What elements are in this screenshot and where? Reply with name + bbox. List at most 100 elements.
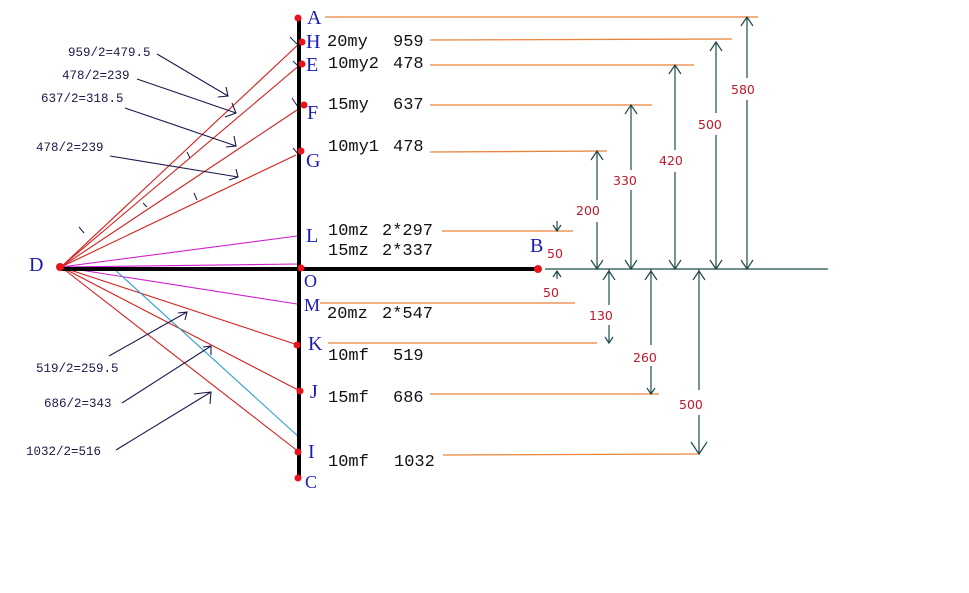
- row-code: 10mz: [328, 222, 369, 241]
- point-c-dot: [294, 474, 302, 482]
- point-label-o: O: [304, 271, 317, 291]
- row-code: 15my: [328, 96, 369, 115]
- ray-d-m: [60, 266, 298, 305]
- note-text: 686/2=343: [44, 397, 112, 411]
- dimension-label: 500: [698, 117, 722, 132]
- point-b-dot: [534, 265, 542, 273]
- leader-lines: [320, 16, 758, 456]
- arrowhead-up: [590, 149, 604, 161]
- point-label-j: J: [310, 381, 318, 403]
- arrowhead-down: [709, 259, 723, 271]
- point-label-f: F: [307, 102, 318, 124]
- point-label-b: B: [530, 235, 543, 257]
- tick-mark: [186, 151, 191, 159]
- note-text: 637/2=318.5: [41, 92, 124, 106]
- row-code: 10mf: [328, 347, 369, 366]
- arrowhead-down: [646, 387, 656, 396]
- rays-from-d: [60, 41, 302, 453]
- point-a-dot: [294, 14, 302, 22]
- dimension-label: 50: [543, 285, 559, 300]
- row-value: 519: [393, 347, 424, 366]
- note-text: 1032/2=516: [26, 445, 101, 459]
- ray-d-o: [60, 263, 299, 268]
- arrowhead-up: [624, 103, 638, 115]
- point-label-h: H: [306, 31, 320, 53]
- arrowhead-down: [690, 441, 708, 456]
- dimension-label: 260: [633, 350, 657, 365]
- point-label-a: A: [307, 7, 322, 29]
- point-label-m: M: [304, 295, 320, 315]
- leader-line-i: [442, 453, 699, 456]
- row-value: 478: [393, 55, 424, 74]
- row-code: 10mf: [328, 453, 369, 472]
- row-code: 15mf: [328, 389, 369, 408]
- arrowhead-down: [668, 259, 682, 271]
- ray-d-l: [60, 235, 298, 268]
- note-arrow-3: [124, 107, 237, 148]
- row-value: 478: [393, 138, 424, 157]
- row-code: 15mz: [328, 242, 369, 261]
- row-value: 2*337: [382, 242, 433, 261]
- ray-tick-marks: [78, 36, 300, 234]
- leader-line-g: [429, 150, 608, 153]
- point-label-e: E: [306, 54, 318, 76]
- note-text: 519/2=259.5: [36, 362, 119, 376]
- tick-mark: [289, 36, 298, 45]
- row-code: 10my1: [328, 138, 379, 157]
- arrowhead-down: [552, 224, 562, 233]
- point-labels: A H E F G L O B M K J I C D: [29, 7, 543, 492]
- point-label-d: D: [29, 254, 43, 276]
- point-label-g: G: [306, 150, 320, 172]
- note-arrow-6: [121, 345, 212, 404]
- point-label-l: L: [306, 225, 318, 247]
- dimension-label: 500: [679, 397, 703, 412]
- note-text: 959/2=479.5: [68, 46, 151, 60]
- point-k-dot: [293, 341, 301, 349]
- dimension-label: 580: [731, 82, 755, 97]
- arrowhead-up: [552, 269, 562, 278]
- point-o-dot: [297, 264, 305, 272]
- point-j-dot: [296, 387, 304, 395]
- ray-d-f: [60, 109, 298, 268]
- arrowhead-up: [644, 269, 658, 281]
- dimension-arrows: [552, 15, 754, 456]
- row-code: 20my: [327, 33, 368, 52]
- point-label-i: I: [308, 441, 315, 463]
- tick-mark: [142, 202, 148, 208]
- ray-d-g: [60, 154, 297, 268]
- arrowhead-up: [709, 40, 723, 52]
- dimension-label: 330: [613, 173, 637, 188]
- dimension-label: 50: [547, 246, 563, 261]
- arrowhead-up: [692, 269, 706, 281]
- row-code: 20mz: [327, 305, 368, 324]
- ray-d-e: [60, 63, 302, 268]
- note-text: 478/2=239: [62, 69, 130, 83]
- note-arrow-1: [156, 53, 229, 98]
- tick-mark: [78, 226, 85, 234]
- row-value: 637: [393, 96, 424, 115]
- point-e-dot: [298, 60, 306, 68]
- note-arrow-4: [109, 155, 239, 181]
- row-value: 959: [393, 33, 424, 52]
- note-arrow-2: [136, 78, 237, 118]
- note-text: 478/2=239: [36, 141, 104, 155]
- arrowhead-down: [740, 259, 754, 271]
- arrowhead-down: [590, 259, 604, 271]
- arrowhead-up: [668, 63, 682, 75]
- point-f-dot: [300, 101, 308, 109]
- point-i-dot: [294, 448, 302, 456]
- dimension-label: 200: [576, 203, 600, 218]
- point-h-dot: [298, 38, 306, 46]
- note-arrows: [108, 53, 239, 451]
- note-arrow-5: [108, 311, 188, 357]
- ray-d-h: [60, 41, 302, 268]
- point-label-c: C: [305, 472, 317, 492]
- row-value: 1032: [394, 453, 435, 472]
- point-g-dot: [297, 147, 305, 155]
- row-code: 10my2: [328, 55, 379, 74]
- row-value: 2*547: [382, 305, 433, 324]
- point-d-dot: [56, 263, 64, 271]
- rows: 20my 959 10my2 478 15my 637 10my1 478 10…: [327, 33, 435, 472]
- note-arrow-7: [115, 391, 212, 451]
